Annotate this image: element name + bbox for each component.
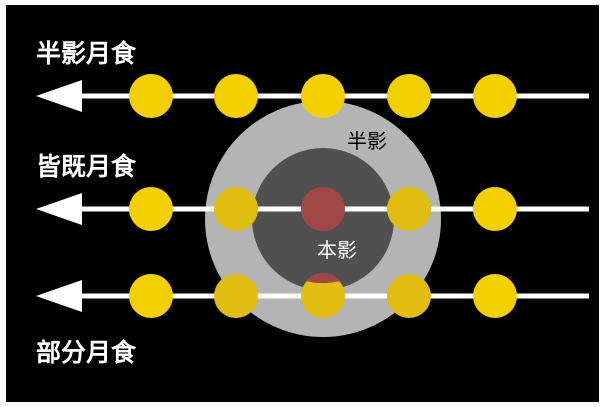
moon <box>387 74 431 118</box>
partial-eclipse-path <box>36 272 589 318</box>
eclipse-diagram-svg: 半影月食 皆既月食 部分月食 半影 本影 <box>36 39 589 367</box>
total-eclipse-path <box>36 187 589 231</box>
arrowhead-left-icon <box>36 80 82 112</box>
umbra-label: 本影 <box>317 238 357 262</box>
moon <box>473 274 517 318</box>
moon <box>473 74 517 118</box>
eclipse-diagram: 半影月食 皆既月食 部分月食 半影 本影 <box>6 5 599 402</box>
moon-partially-in-umbra <box>301 274 345 318</box>
moon-in-umbra <box>301 187 345 231</box>
partial-eclipse-label: 部分月食 <box>36 338 137 367</box>
penumbral-eclipse-path <box>36 74 589 118</box>
moon <box>214 274 258 318</box>
moon <box>387 187 431 231</box>
moon <box>129 187 173 231</box>
penumbra-label: 半影 <box>347 129 387 153</box>
moon <box>214 74 258 118</box>
arrowhead-left-icon <box>36 280 82 312</box>
moon <box>301 74 345 118</box>
moon <box>473 187 517 231</box>
penumbral-eclipse-label: 半影月食 <box>36 39 137 68</box>
total-eclipse-label: 皆既月食 <box>36 152 137 181</box>
moon <box>214 187 258 231</box>
moon <box>387 274 431 318</box>
moon <box>129 74 173 118</box>
moon <box>129 274 173 318</box>
umbra-overlap <box>306 272 340 284</box>
arrowhead-left-icon <box>36 193 82 225</box>
